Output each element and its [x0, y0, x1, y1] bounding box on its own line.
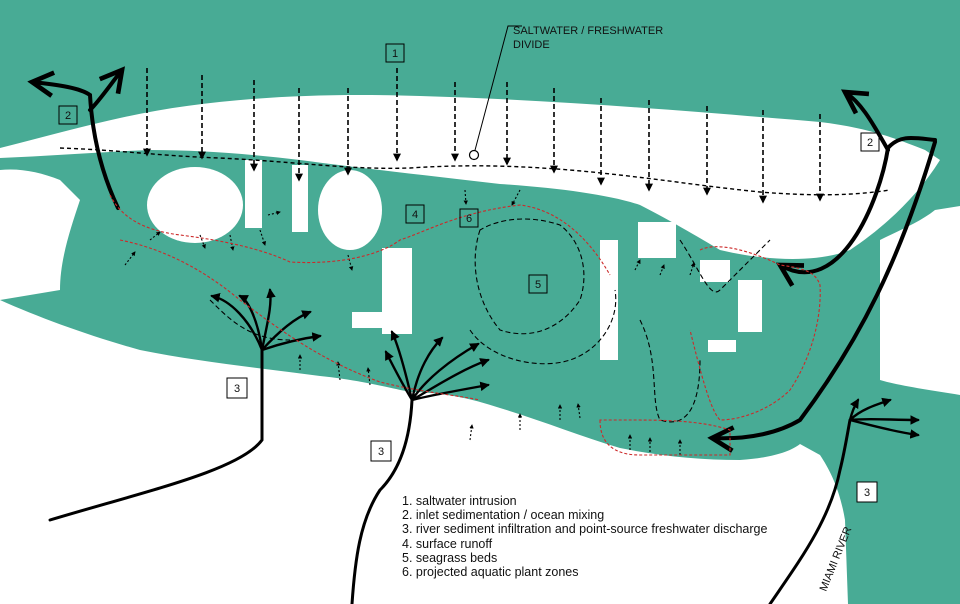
- marker-2-east: 2: [860, 132, 880, 152]
- river-discharge-branches: [48, 288, 920, 604]
- svg-text:6: 6: [466, 213, 472, 225]
- marker-2-west: 2: [58, 105, 78, 125]
- legend-item-5: 5. seagrass beds: [402, 550, 498, 565]
- marker-1: 1: [385, 43, 405, 63]
- seagrass-beds: [209, 218, 771, 423]
- svg-text:3: 3: [864, 487, 870, 499]
- mainland-south: [0, 300, 848, 604]
- divide-point-marker: [468, 149, 480, 161]
- svg-text:2: 2: [867, 137, 873, 149]
- marker-3-center: 3: [370, 440, 392, 462]
- marker-4: 4: [405, 204, 425, 224]
- inlet-mixing-arrows: [32, 70, 937, 438]
- legend-item-6: 6. projected aquatic plant zones: [402, 565, 579, 580]
- svg-text:3: 3: [378, 446, 384, 458]
- barrier-island: [0, 94, 940, 259]
- svg-text:2: 2: [65, 110, 71, 122]
- callout-leader-line: [473, 25, 522, 155]
- mainland-east: [880, 206, 960, 395]
- svg-text:1: 1: [392, 48, 398, 60]
- marker-5: 5: [528, 274, 548, 294]
- marker-6: 6: [459, 208, 479, 228]
- callout-line1: SALTWATER / FRESHWATER: [513, 25, 663, 37]
- legend-item-1: 1. saltwater intrusion: [402, 494, 517, 508]
- marker-3-east: 3: [856, 481, 878, 503]
- islands: [147, 160, 762, 360]
- legend-item-4: 4. surface runoff: [402, 536, 493, 551]
- surface-runoff-arrows: [124, 189, 695, 455]
- legend-item-3: 3. river sediment infiltration and point…: [402, 522, 768, 537]
- legend: 1. saltwater intrusion 2. inlet sediment…: [402, 494, 767, 579]
- marker-3-west: 3: [226, 377, 248, 399]
- callout-line2: DIVIDE: [513, 39, 550, 51]
- svg-text:3: 3: [234, 383, 240, 395]
- mainland-west: [0, 169, 80, 300]
- svg-text:5: 5: [535, 279, 541, 291]
- svg-text:4: 4: [412, 209, 418, 221]
- saltwater-intrusion-arrows: [143, 68, 824, 204]
- legend-item-2: 2. inlet sedimentation / ocean mixing: [402, 508, 605, 523]
- aquatic-plant-zones: [109, 194, 821, 456]
